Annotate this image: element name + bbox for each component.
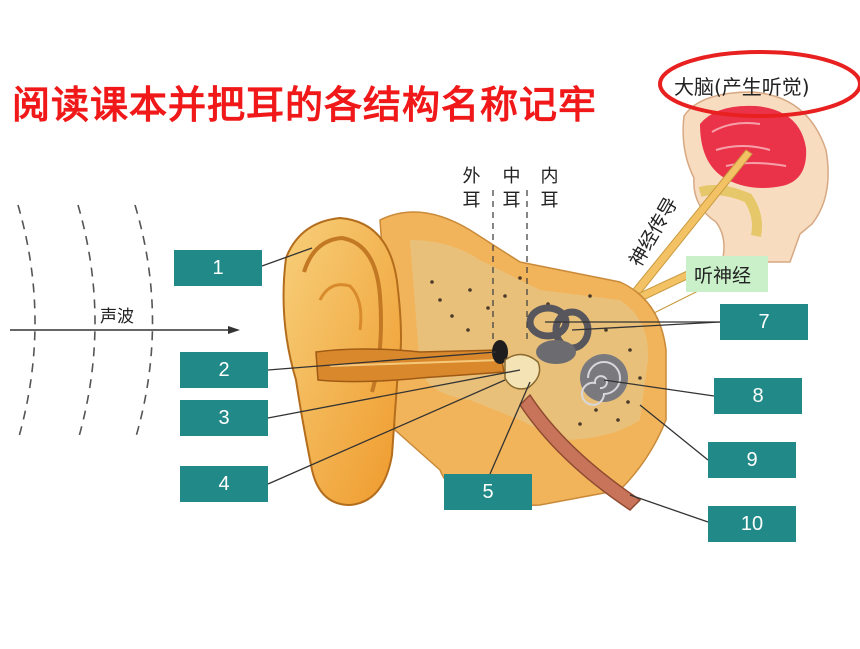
middle-ear-label: 中耳 (500, 166, 521, 214)
sound-wave-arcs (17, 204, 154, 441)
auditory-nerve-label-bg (686, 256, 768, 292)
label-box-9: 9 (708, 442, 796, 478)
inner-ear-label: 内耳 (538, 166, 559, 214)
label-box-7: 7 (720, 304, 808, 340)
ear-region-dividers (492, 190, 528, 340)
label-box-8: 8 (714, 378, 802, 414)
head-illustration (682, 91, 829, 263)
highlight-ellipse (658, 50, 860, 118)
page-title: 阅读课本并把耳的各结构名称记牢 (12, 82, 598, 127)
label-box-10: 10 (708, 506, 796, 542)
ear-anatomy (282, 211, 667, 511)
label-box-4: 4 (180, 466, 268, 502)
label-box-2: 2 (180, 352, 268, 388)
outer-ear-label: 外耳 (460, 166, 481, 214)
nerve-conduction-label: 神经传导 (625, 194, 682, 271)
brain-label: 大脑(产生听觉) (674, 75, 810, 99)
label-box-5: 5 (444, 474, 532, 510)
label-box-3: 3 (180, 400, 268, 436)
leader-lines (261, 247, 721, 523)
sound-wave-label: 声波 (100, 307, 134, 327)
arrow-head-icon (228, 326, 240, 334)
auditory-nerve-label: 听神经 (694, 265, 751, 287)
label-box-1: 1 (174, 250, 262, 286)
